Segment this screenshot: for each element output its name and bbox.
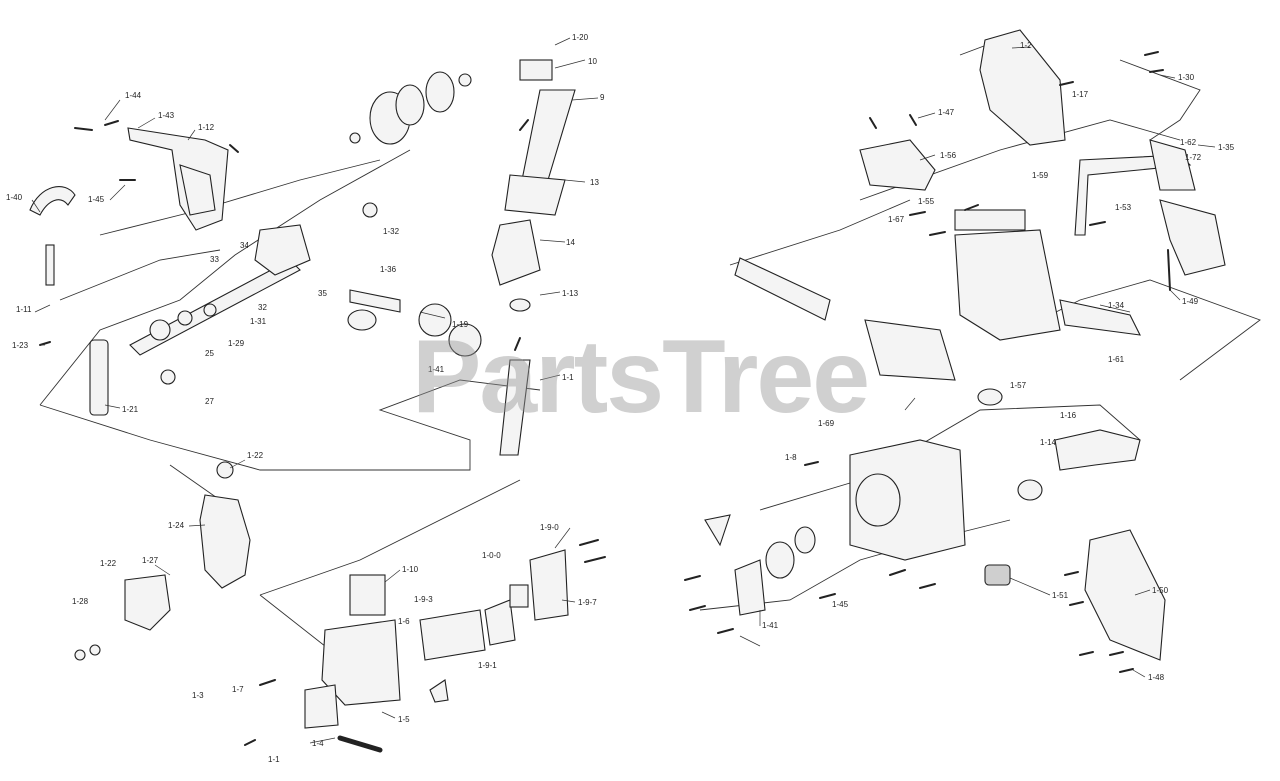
- callout-c12: 1-31: [250, 317, 267, 326]
- callout-c33: 1-5: [398, 715, 410, 724]
- callout-c41: 1-0-0: [482, 551, 501, 560]
- callout-c43: 1-9-1: [478, 661, 497, 670]
- callout-c31: 1-41: [428, 365, 445, 374]
- callout-c19: 1-22: [247, 451, 264, 460]
- callout-c28: 14: [566, 238, 575, 247]
- callout-c39: 1-10: [402, 565, 419, 574]
- callout-c03: 1-12: [198, 123, 215, 132]
- callout-c18: 1-36: [380, 265, 397, 274]
- callout-c55: 1-67: [888, 215, 905, 224]
- callout-c32: 1-19: [452, 320, 469, 329]
- callout-c06: 1-11: [16, 305, 32, 314]
- callout-labels: 1-44 1-43 1-12 1-40 1-45 1-11 1-23 1-21 …: [6, 33, 1235, 764]
- callout-c24: 1-20: [572, 33, 589, 42]
- callout-c35: 1-3: [192, 691, 204, 700]
- callout-c23: 1-28: [72, 597, 89, 606]
- callout-c11: 32: [258, 303, 267, 312]
- callout-c53: 1-34: [1108, 301, 1125, 310]
- callout-c14: 25: [205, 349, 214, 358]
- callout-c16: 27: [205, 397, 214, 406]
- callout-c02: 1-43: [158, 111, 175, 120]
- callout-c10: 34: [240, 241, 249, 250]
- callout-c46: 1-30: [1178, 73, 1195, 82]
- callout-c51: 1-59: [1032, 171, 1049, 180]
- right-assembly-parts: [704, 29, 1226, 661]
- callout-c61: 1-50: [1152, 586, 1169, 595]
- callout-c67: 1-16: [1060, 411, 1077, 420]
- callout-c01: 1-44: [125, 91, 142, 100]
- callout-c21: 1-22: [100, 559, 117, 568]
- callout-c63: 1-41: [762, 621, 779, 630]
- callout-c27: 13: [590, 178, 599, 187]
- callout-c26: 9: [600, 93, 605, 102]
- callout-c05: 1-45: [88, 195, 105, 204]
- callout-c29: 1-13: [562, 289, 579, 298]
- callout-c66: 1-47: [938, 108, 955, 117]
- callout-c09: 33: [210, 255, 219, 264]
- callout-c30: 1-1: [562, 373, 574, 382]
- callout-c38: 1-1: [268, 755, 280, 764]
- callout-c60: 1-51: [1052, 591, 1069, 600]
- callout-c17: 35: [318, 289, 327, 298]
- callout-c15: 1-29: [228, 339, 245, 348]
- callout-c07: 1-23: [12, 341, 29, 350]
- callout-c68: 1-55: [918, 197, 935, 206]
- callout-c49: 1-35: [1218, 143, 1235, 152]
- callout-c37: 1-4: [312, 739, 324, 748]
- callout-c56: 1-56: [940, 151, 957, 160]
- callout-c22: 1-27: [142, 556, 159, 565]
- callout-c50: 1-53: [1115, 203, 1132, 212]
- callout-c48: 1-72: [1185, 153, 1202, 162]
- callout-c58: 1-14: [1040, 438, 1057, 447]
- callout-c47: 1-62: [1180, 138, 1197, 147]
- callout-c34: 1-6: [398, 617, 410, 626]
- callout-c20: 1-24: [168, 521, 185, 530]
- callout-c69: 1-57: [1010, 381, 1027, 390]
- callout-c52: 1-49: [1182, 297, 1199, 306]
- callout-c57: 1-8: [785, 453, 797, 462]
- callout-c65: 1-2: [1020, 41, 1032, 50]
- callout-c62: 1-48: [1148, 673, 1165, 682]
- callout-leader-lines: [31, 37, 1216, 744]
- callout-c44: 1-9-7: [578, 598, 597, 607]
- center-assembly-parts: [304, 59, 576, 753]
- callout-c54: 1-61: [1108, 355, 1125, 364]
- fastener-screws: [39, 51, 1171, 746]
- callout-c40: 1-9-0: [540, 523, 559, 532]
- callout-c59: 1-45: [832, 600, 849, 609]
- left-assembly-parts: [29, 71, 482, 661]
- callout-c36: 1-7: [232, 685, 244, 694]
- callout-c13: 1-32: [383, 227, 400, 236]
- callout-c42: 1-9-3: [414, 595, 433, 604]
- callout-c08: 1-21: [122, 405, 139, 414]
- callout-c45: 1-17: [1072, 90, 1089, 99]
- callout-c04: 1-40: [6, 193, 23, 202]
- callout-c25: 10: [588, 57, 597, 66]
- callout-c64: 1-69: [818, 419, 835, 428]
